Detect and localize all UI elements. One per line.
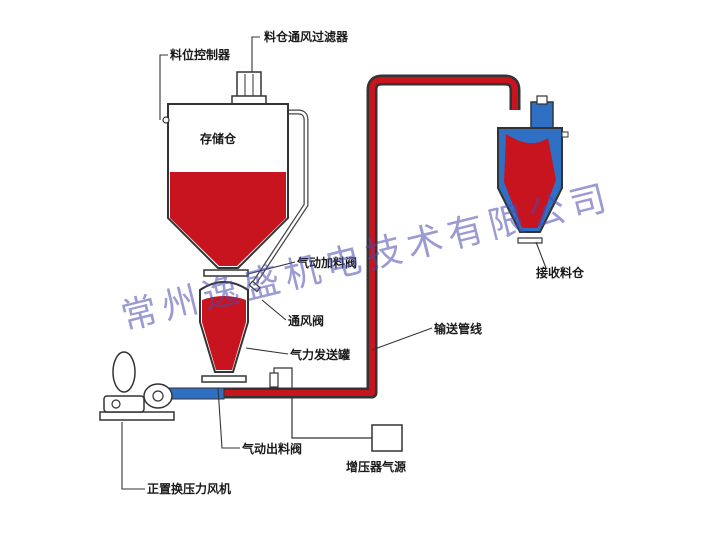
label-silo-filter: 料仓通风过滤器 (264, 30, 349, 44)
level-controller (162, 116, 170, 124)
feed-valve (203, 269, 249, 277)
label-level-controller: 料位控制器 (170, 48, 231, 62)
storage-silo (162, 71, 289, 269)
label-booster-air-source: 增压器气源 (346, 460, 407, 474)
label-blower: 正置换压力风机 (147, 482, 232, 496)
receiving-silo (497, 95, 569, 244)
booster-air-source (269, 367, 403, 452)
label-vent-valve: 通风阀 (288, 314, 325, 328)
leader-lines (121, 36, 547, 490)
label-pneumatic-discharge-valve: 气动出料阀 (242, 442, 303, 456)
label-pressure-vessel: 气力发送罐 (290, 348, 351, 362)
vent-valve (248, 280, 261, 293)
label-receiving-silo: 接收料仓 (536, 266, 585, 280)
vent-line (252, 109, 309, 284)
label-conveying-pipe: 输送管线 (434, 322, 483, 336)
pressure-vessel (199, 281, 249, 373)
label-storage-silo: 存储仓 (200, 132, 237, 146)
discharge-valve (201, 375, 247, 383)
conveying-pipeline (222, 74, 521, 399)
blower (99, 351, 175, 421)
label-pneumatic-feed-valve: 气动加料阀 (297, 256, 358, 270)
